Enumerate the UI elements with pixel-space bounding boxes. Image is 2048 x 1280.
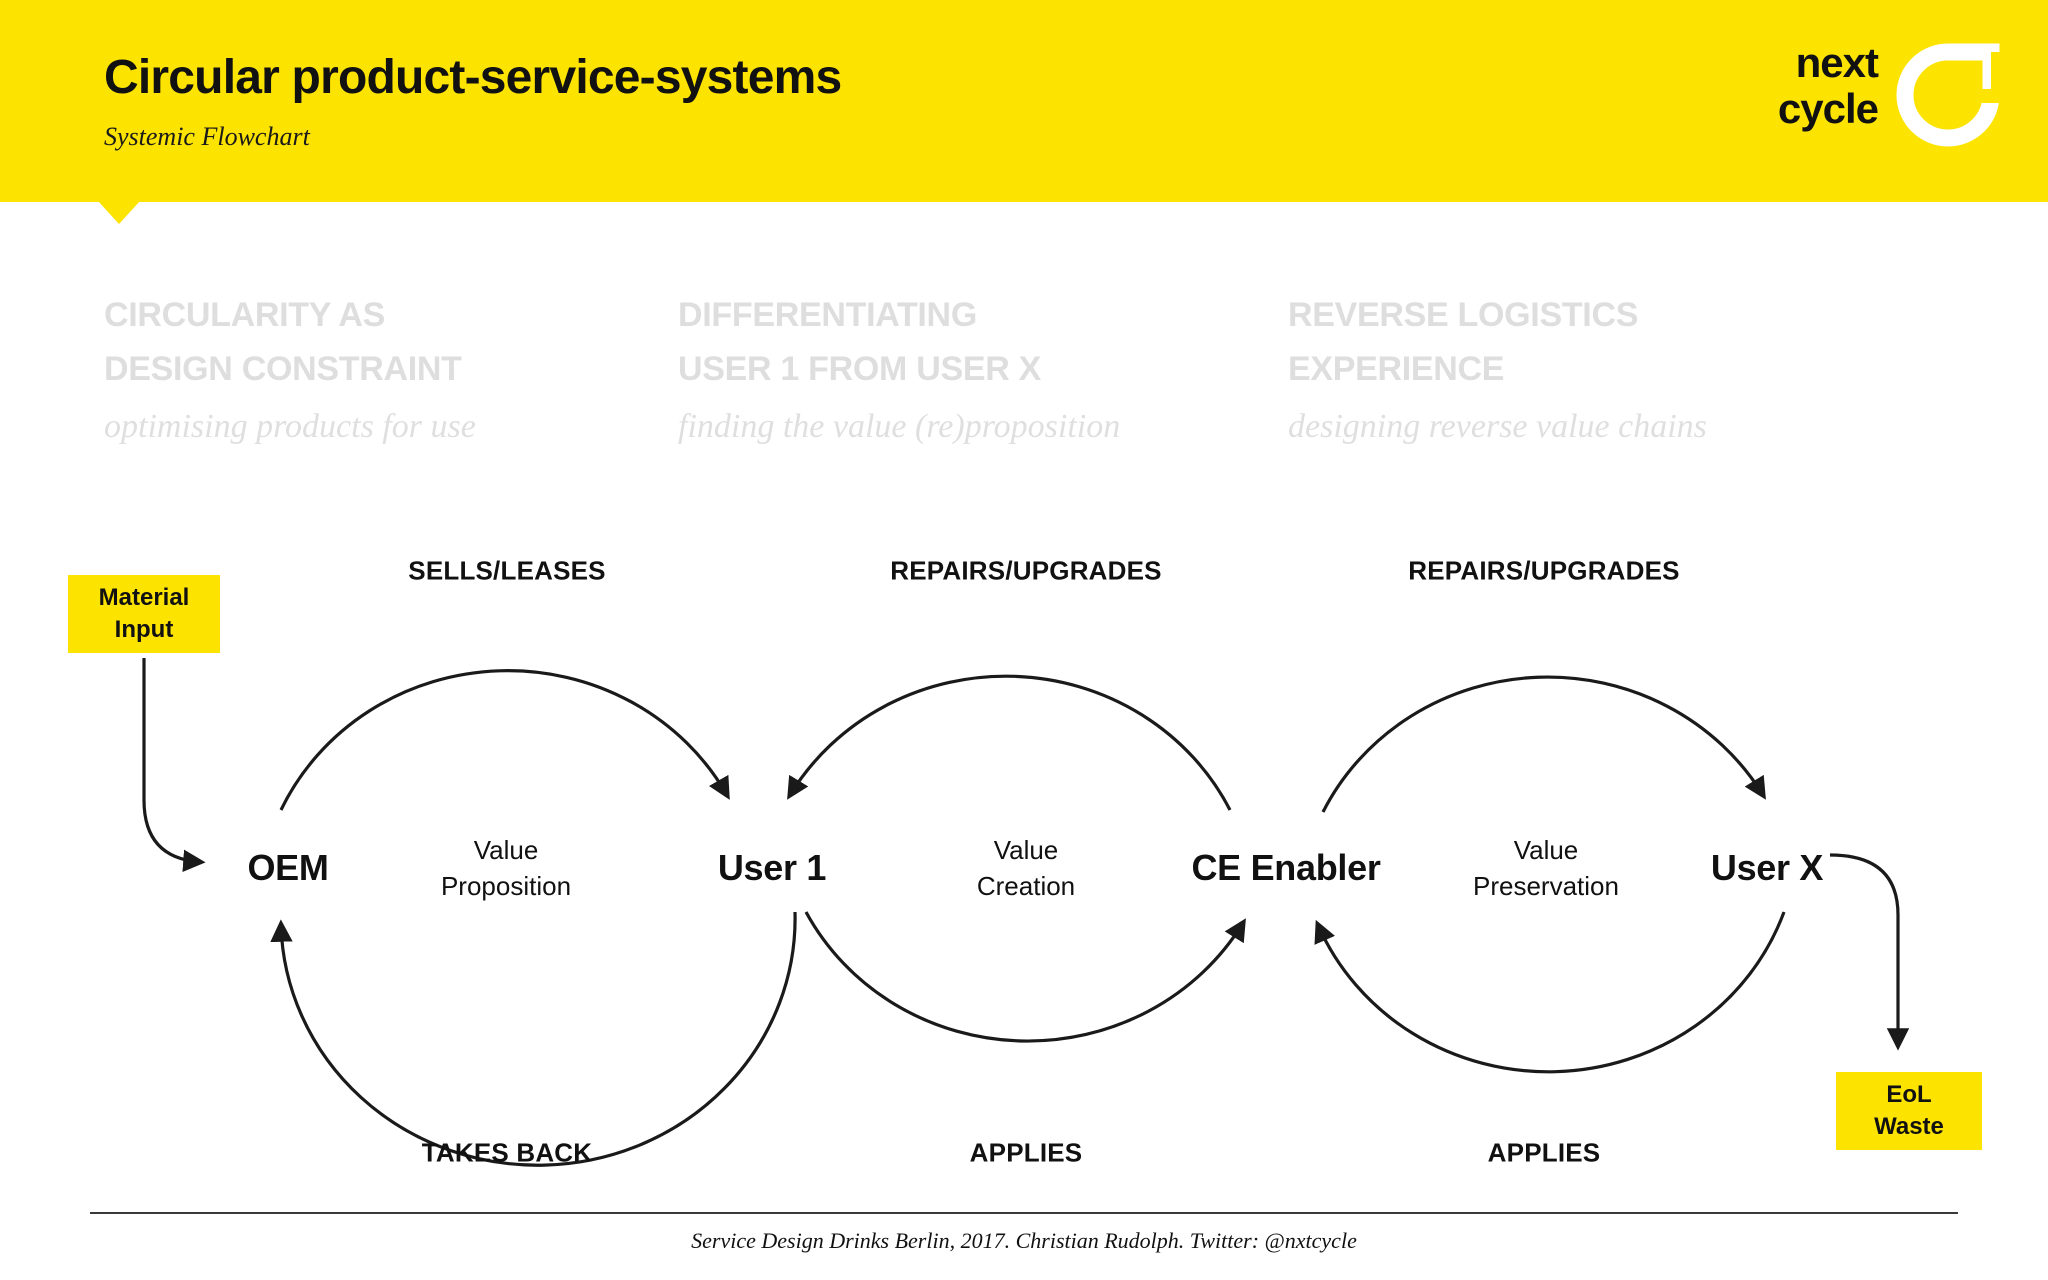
arrow-ce-repairs-upgrades-to-user1 xyxy=(787,674,1232,811)
loop-1-center-label: Value Proposition xyxy=(440,835,572,901)
node-user-1: User 1 xyxy=(717,847,827,888)
brand-logo[interactable]: next cycle xyxy=(1718,40,2018,150)
node-ce-enabler: CE Enabler xyxy=(1191,847,1381,888)
loop-3-top-label: REPAIRS/UPGRADES xyxy=(1408,555,1680,586)
column-heading-3: REVERSE LOGISTICS EXPERIENCE designing r… xyxy=(1288,288,1908,452)
column-heading-1-subtitle: optimising products for use xyxy=(104,408,476,445)
column-heading-1-title: CIRCULARITY AS DESIGN CONSTRAINT xyxy=(104,296,462,388)
column-heading-2-title: DIFFERENTIATING USER 1 FROM USER X xyxy=(678,296,1041,388)
logo-word-line2: cycle xyxy=(1777,85,1879,132)
chip-eol-waste-line1: EoL xyxy=(1886,1081,1932,1108)
page-title: Circular product-service-systems xyxy=(104,51,842,104)
loop-2-center-label: Value Creation xyxy=(976,835,1076,901)
chip-material-input-line2: Input xyxy=(114,616,174,643)
column-heading-1: CIRCULARITY AS DESIGN CONSTRAINT optimis… xyxy=(104,288,724,452)
arrow-userx-applies-to-ce xyxy=(1314,911,1786,1074)
chip-material-input: Material Input xyxy=(68,575,220,653)
column-heading-2-subtitle: finding the value (re)proposition xyxy=(678,408,1121,445)
node-oem: OEM xyxy=(247,847,329,888)
logo-wordmark: next cycle xyxy=(1718,39,1879,132)
logo-word-line1: next xyxy=(1795,39,1879,86)
column-heading-2: DIFFERENTIATING USER 1 FROM USER X findi… xyxy=(678,288,1298,452)
chip-eol-waste-line2: Waste xyxy=(1874,1113,1944,1140)
node-user-x: User X xyxy=(1710,847,1824,888)
footer-divider xyxy=(90,1212,1958,1214)
loop-3-bottom-label: APPLIES xyxy=(1487,1137,1601,1168)
arrow-ce-repairs-upgrades-to-userx xyxy=(1321,675,1766,813)
arrow-user1-applies-to-ce xyxy=(804,911,1246,1043)
cycle-mark-icon xyxy=(1896,43,2000,147)
column-heading-3-subtitle: designing reverse value chains xyxy=(1288,408,1707,445)
chip-material-input-line1: Material xyxy=(98,584,190,611)
loop-2-bottom-label: APPLIES xyxy=(969,1137,1083,1168)
arrow-userx-to-eol-waste xyxy=(1829,853,1910,1051)
header-notch-triangle xyxy=(98,201,140,224)
footer-credit: Service Design Drinks Berlin, 2017. Chri… xyxy=(691,1228,1357,1253)
loop-1-bottom-label: TAKES BACK xyxy=(421,1137,593,1168)
loop-2-top-label: REPAIRS/UPGRADES xyxy=(890,555,1162,586)
loop-1-top-label: SELLS/LEASES xyxy=(408,555,606,586)
page-subtitle: Systemic Flowchart xyxy=(104,122,310,151)
chip-eol-waste: EoL Waste xyxy=(1836,1072,1982,1150)
arrow-oem-sells-leases-to-user1 xyxy=(279,669,730,811)
loop-3-center-label: Value Preservation xyxy=(1473,835,1619,901)
arrow-material-input-to-oem xyxy=(142,658,206,872)
arrow-user1-takes-back-to-oem xyxy=(270,911,797,1167)
column-heading-3-title: REVERSE LOGISTICS EXPERIENCE xyxy=(1288,296,1639,388)
header-bar xyxy=(0,0,2048,202)
